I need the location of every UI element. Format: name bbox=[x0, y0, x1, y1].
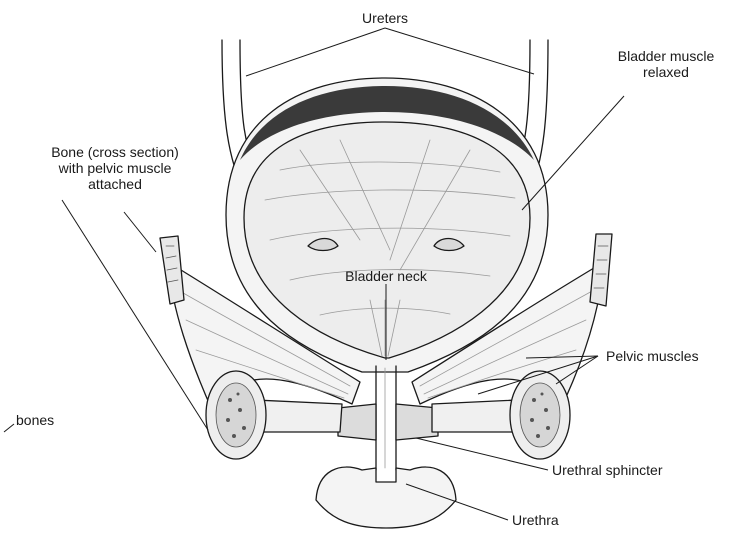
ureters-leader-right bbox=[385, 28, 534, 74]
pelvic-muscles-label: Pelvic muscles bbox=[606, 348, 699, 364]
lower-tissue bbox=[316, 467, 456, 528]
bladder-muscle-leader bbox=[522, 96, 624, 210]
bladder-muscle-relaxed-line-1: Bladder muscle bbox=[586, 48, 746, 64]
bone-cross-section-line-2: with pelvic muscle bbox=[20, 160, 210, 176]
bladder-muscle-relaxed-label: Bladder muscle relaxed bbox=[586, 48, 746, 80]
urethral-sphincter-label: Urethral sphincter bbox=[552, 462, 663, 478]
bladder-neck-label: Bladder neck bbox=[316, 268, 456, 284]
right-bone-column bbox=[590, 234, 612, 306]
bone-cross-section-label: Bone (cross section) with pelvic muscle … bbox=[20, 144, 210, 192]
bone-cross-section-line-3: attached bbox=[20, 176, 210, 192]
bones-label: bones bbox=[16, 412, 54, 428]
bladder-muscle-relaxed-line-2: relaxed bbox=[586, 64, 746, 80]
ureters-label: Ureters bbox=[330, 10, 440, 26]
bone-column-leader bbox=[124, 212, 156, 252]
urethra-tube bbox=[376, 366, 396, 470]
bones-leader bbox=[4, 424, 14, 432]
urethra-label: Urethra bbox=[512, 512, 559, 528]
urethral-sphincter bbox=[338, 404, 438, 440]
ureters-leader-left bbox=[246, 28, 385, 76]
bone-cross-section-line-1: Bone (cross section) bbox=[20, 144, 210, 160]
